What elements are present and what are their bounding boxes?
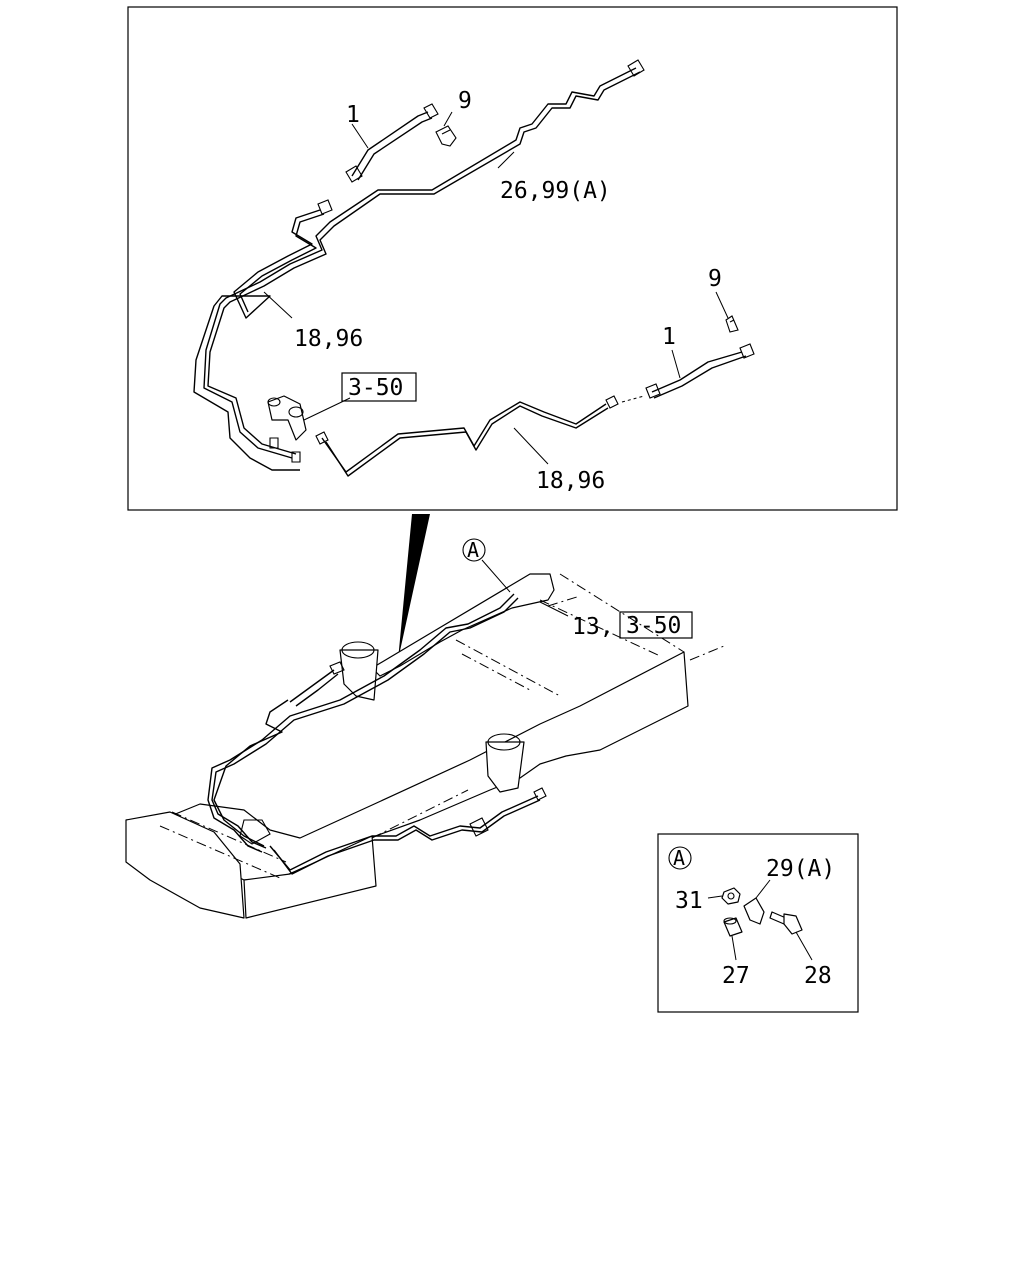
- callout-hose-top: 1: [346, 102, 360, 128]
- leader-lines-top: [263, 111, 729, 465]
- brake-hose-top: [345, 103, 439, 183]
- leader-lines-detail: [707, 879, 813, 961]
- callout-clip-right: 9: [708, 266, 722, 292]
- callout-bracket-29: 29(A): [766, 856, 835, 882]
- zoom-pointer: [398, 514, 430, 660]
- callout-ref-top: 3-50: [348, 375, 403, 401]
- callout-ref-frame: 3-50: [626, 613, 681, 639]
- callout-collar-27: 27: [722, 963, 750, 989]
- brake-pipe-left: [193, 209, 325, 471]
- bracket-29: [743, 897, 765, 925]
- nut-31: [721, 887, 741, 905]
- collar-27: [723, 917, 743, 937]
- brake-pipe-bottom: [315, 395, 619, 477]
- callout-pipe-main: 26,99(A): [500, 178, 611, 204]
- view-a-marker-frame: [462, 538, 486, 562]
- chassis-pipes: [207, 593, 547, 875]
- callout-bolt-28: 28: [804, 963, 832, 989]
- brake-pipe-main: [203, 67, 641, 459]
- detail-a-panel: [657, 833, 859, 1013]
- pipe-clip-top: [435, 125, 457, 147]
- reference-box-frame: [619, 611, 693, 639]
- bolt-28: [769, 911, 803, 935]
- top-detail-panel: [127, 6, 898, 511]
- brake-hose-right: [621, 343, 755, 403]
- view-a-label-detail: A: [673, 846, 685, 870]
- callout-nut-31: 31: [675, 888, 703, 914]
- callout-hose-right: 1: [662, 324, 676, 350]
- view-a-label-frame: A: [467, 538, 479, 562]
- reference-box-top: [341, 372, 417, 402]
- pipe-clip-right: [725, 315, 739, 333]
- pipe-fittings: [269, 59, 645, 463]
- callout-pipe-bottom: 18,96: [536, 468, 605, 494]
- callout-item-13: 13,: [572, 614, 614, 640]
- callout-pipe-left: 18,96: [294, 326, 363, 352]
- view-a-marker-detail: [668, 846, 692, 870]
- leader-lines-frame: [481, 559, 569, 617]
- three-way-joint: [267, 395, 307, 441]
- callout-clip-top: 9: [458, 88, 472, 114]
